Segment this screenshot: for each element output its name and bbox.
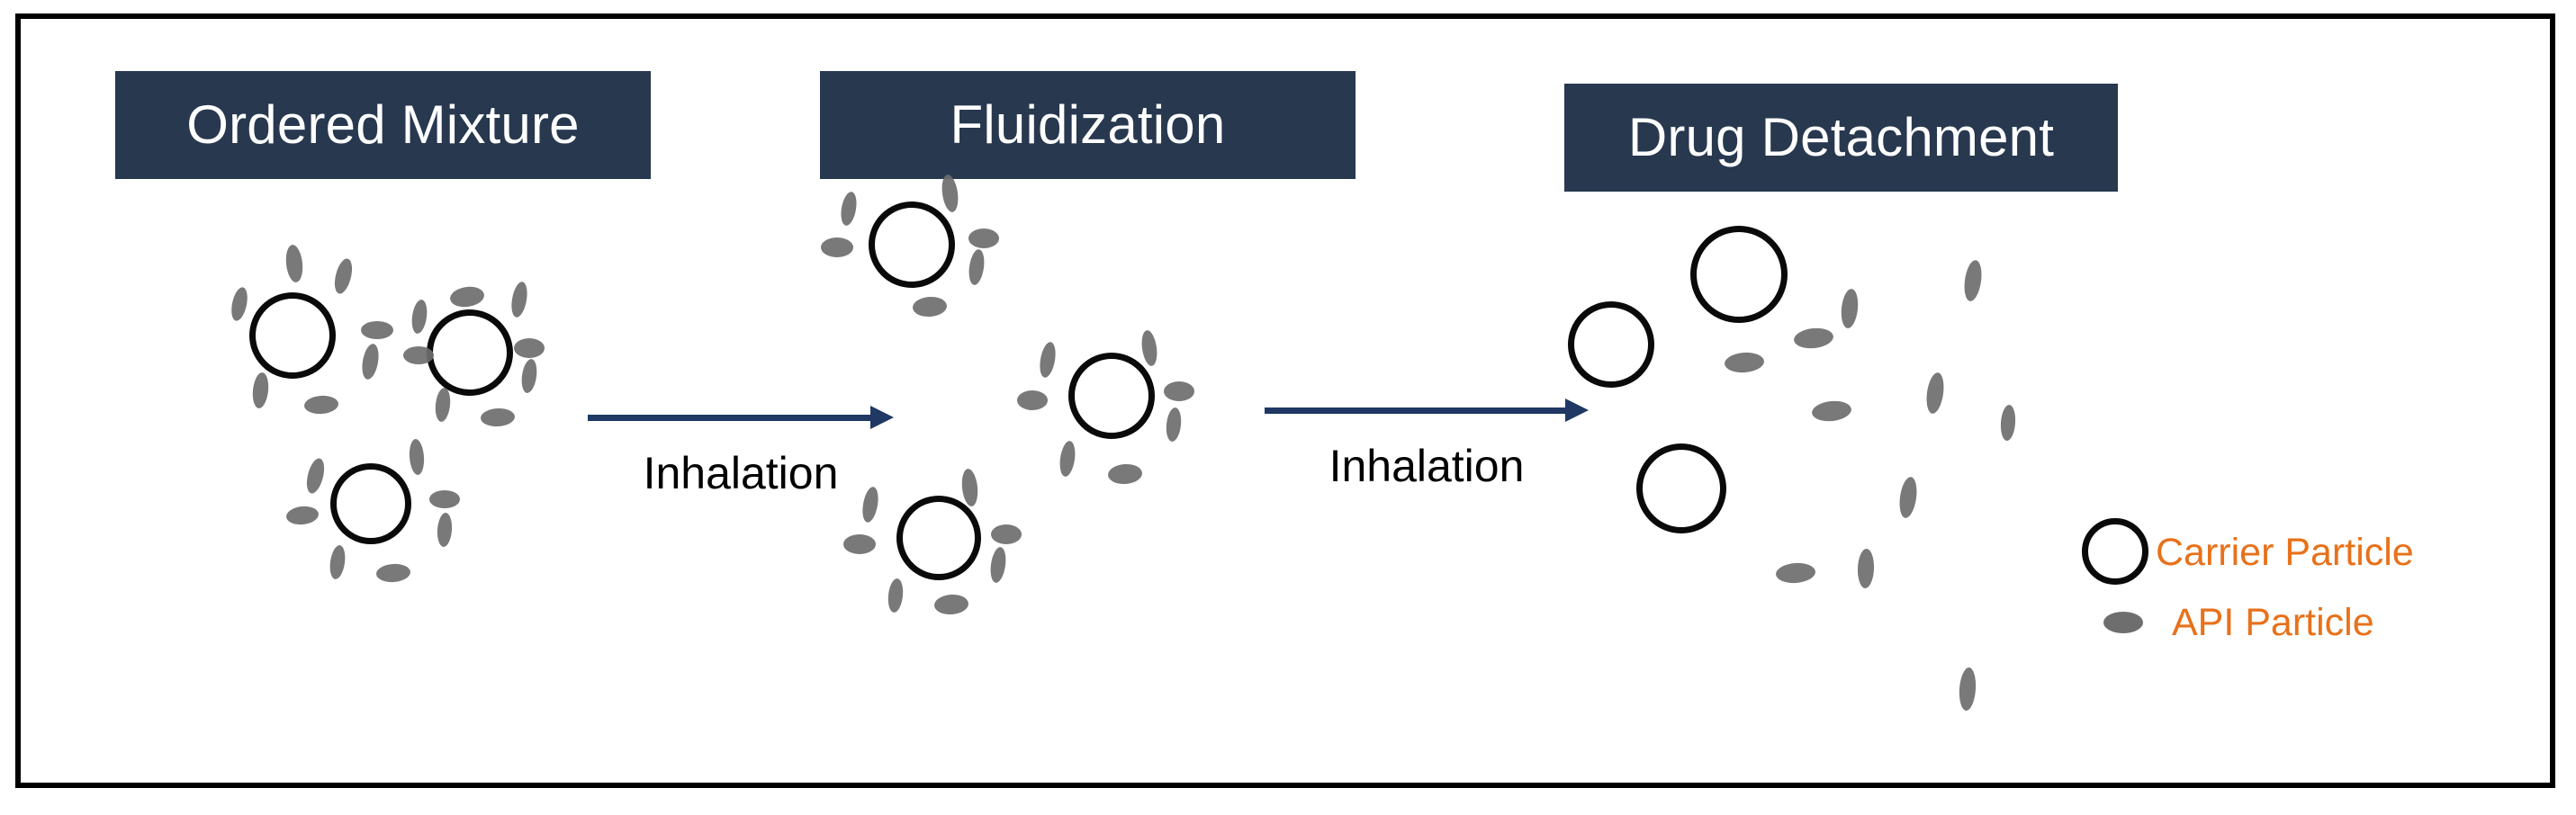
- arrow-label-inhalation-1: Inhalation: [643, 448, 839, 498]
- api-particle: [303, 394, 339, 416]
- api-particle: [1999, 404, 2017, 442]
- arrow-label-inhalation-2: Inhalation: [1329, 441, 1525, 491]
- api-particle: [328, 544, 347, 580]
- api-particle: [1896, 475, 1920, 520]
- stage-title-ordered-mixture: Ordered Mixture: [115, 71, 651, 179]
- api-particle: [514, 338, 545, 358]
- stage-title-fluidization: Fluidization: [820, 71, 1356, 179]
- carrier-particle: [330, 463, 411, 544]
- arrow-head-icon: [870, 406, 894, 429]
- legend-carrier-particle-icon: [2082, 518, 2148, 585]
- api-particle: [361, 321, 393, 339]
- api-particle: [1923, 371, 1947, 416]
- api-particle: [1839, 288, 1860, 329]
- api-particle: [843, 534, 876, 554]
- api-particle: [1037, 340, 1058, 380]
- api-particle: [509, 280, 530, 319]
- api-particle: [429, 490, 460, 508]
- carrier-particle: [869, 202, 955, 288]
- api-particle: [838, 190, 860, 228]
- carrier-particle: [1068, 353, 1155, 439]
- carrier-particle: [1690, 226, 1788, 323]
- legend-api-particle-label: API Particle: [2172, 601, 2374, 644]
- api-particle: [959, 468, 979, 507]
- api-particle: [403, 346, 434, 364]
- api-particle: [1165, 407, 1183, 443]
- api-particle: [933, 593, 969, 616]
- legend-api-particle-icon: [2103, 612, 2143, 633]
- arrow-shaft: [588, 415, 870, 421]
- api-particle: [1792, 326, 1835, 351]
- api-particle: [968, 228, 999, 248]
- api-particle: [408, 438, 426, 476]
- api-particle: [1857, 548, 1875, 589]
- api-particle: [359, 342, 381, 381]
- api-particle: [448, 284, 486, 309]
- api-particle: [375, 562, 411, 584]
- api-particle: [302, 456, 328, 496]
- stage-title-drug-detachment: Drug Detachment: [1564, 84, 2118, 192]
- api-particle: [330, 256, 356, 296]
- api-particle: [939, 174, 960, 213]
- api-particle: [434, 387, 452, 423]
- api-particle: [436, 512, 454, 548]
- api-particle: [285, 505, 320, 526]
- api-particle: [480, 408, 516, 427]
- api-particle: [1139, 329, 1159, 367]
- arrow-head-icon: [1565, 399, 1589, 422]
- carrier-particle: [427, 309, 513, 396]
- api-particle: [410, 299, 429, 335]
- api-particle: [821, 237, 853, 257]
- api-particle: [1961, 258, 1985, 303]
- api-particle: [912, 295, 948, 318]
- api-particle: [1810, 399, 1853, 424]
- legend: Carrier Particle API Particle: [2082, 518, 2550, 667]
- api-particle: [1107, 462, 1143, 486]
- api-particle: [1724, 351, 1765, 374]
- api-particle: [1164, 381, 1194, 401]
- api-particle: [988, 546, 1008, 584]
- api-particle: [229, 285, 250, 323]
- api-particle: [1958, 667, 1977, 712]
- carrier-particle: [1568, 301, 1654, 388]
- api-particle: [250, 372, 270, 409]
- api-particle: [1017, 390, 1048, 410]
- api-particle: [1058, 440, 1077, 478]
- carrier-particle: [1636, 443, 1726, 533]
- api-particle: [887, 578, 905, 613]
- api-particle: [284, 244, 305, 283]
- legend-carrier-particle-label: Carrier Particle: [2156, 531, 2414, 574]
- api-particle: [991, 524, 1022, 544]
- api-particle: [967, 248, 986, 286]
- carrier-particle: [896, 496, 981, 580]
- carrier-particle: [249, 292, 336, 379]
- api-particle: [1775, 561, 1816, 585]
- figure-border: Ordered Mixture Fluidization Drug Detach…: [15, 13, 2555, 788]
- arrow-shaft: [1265, 408, 1565, 414]
- api-particle: [519, 358, 539, 394]
